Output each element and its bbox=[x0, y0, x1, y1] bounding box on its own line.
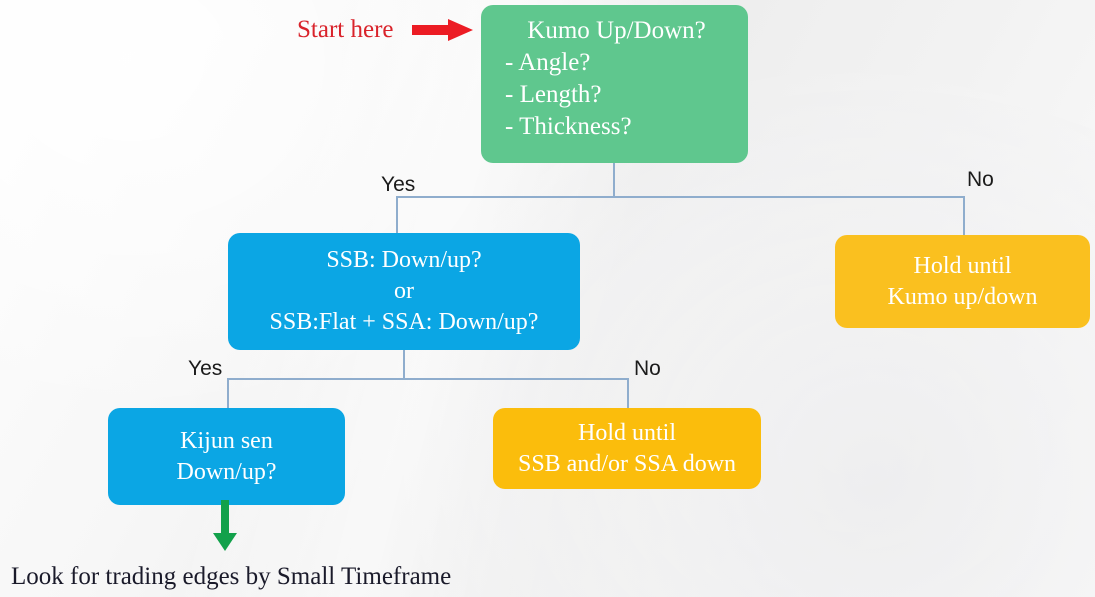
connector-kumo-stem bbox=[613, 163, 615, 197]
node-kumo-bullet-length: - Length? bbox=[505, 81, 602, 108]
branch-label-level1-no: No bbox=[967, 168, 994, 191]
down-arrow-icon bbox=[213, 500, 237, 551]
node-hold-kumo-line2: Kumo up/down bbox=[887, 283, 1038, 310]
node-ssb-line3: SSB:Flat + SSA: Down/up? bbox=[269, 308, 539, 335]
connector-level1-no-drop bbox=[963, 196, 965, 235]
node-kijun-line2: Down/up? bbox=[176, 458, 277, 485]
branch-label-level2-no: No bbox=[634, 357, 661, 380]
node-kijun-line1: Kijun sen bbox=[180, 427, 273, 454]
node-hold-kumo-line1: Hold until bbox=[913, 252, 1012, 279]
node-hold-until-kumo[interactable]: Hold until Kumo up/down bbox=[835, 235, 1090, 328]
connector-level2-no-drop bbox=[627, 378, 629, 409]
node-ssb-line2: or bbox=[394, 278, 414, 305]
connector-level2-yes-drop bbox=[227, 378, 229, 409]
connector-level2-bus bbox=[227, 378, 627, 380]
node-kumo-bullet-angle: - Angle? bbox=[505, 49, 591, 76]
node-ssb-line1: SSB: Down/up? bbox=[326, 247, 482, 274]
connector-level1-bus bbox=[396, 196, 964, 198]
connector-ssb-stem bbox=[403, 350, 405, 379]
connector-level1-yes-drop bbox=[396, 196, 398, 233]
start-here-label: Start here bbox=[297, 16, 394, 43]
node-kumo-bullet-thickness: - Thickness? bbox=[505, 113, 632, 140]
node-hold-ssb-line1: Hold until bbox=[577, 419, 676, 446]
node-kijun-sen[interactable]: Kijun sen Down/up? bbox=[108, 408, 345, 505]
branch-label-level2-yes: Yes bbox=[188, 357, 223, 380]
branch-label-level1-yes: Yes bbox=[381, 173, 416, 196]
node-kumo-title: Kumo Up/Down? bbox=[527, 17, 706, 44]
node-ssb-question[interactable]: SSB: Down/up? or SSB:Flat + SSA: Down/up… bbox=[228, 233, 580, 350]
node-hold-ssb-line2: SSB and/or SSA down bbox=[517, 450, 737, 477]
node-hold-until-ssb-ssa[interactable]: Hold until SSB and/or SSA down bbox=[493, 408, 761, 489]
outcome-caption: Look for trading edges by Small Timefram… bbox=[11, 563, 452, 590]
node-kumo-updown[interactable]: Kumo Up/Down? - Angle? - Length? - Thick… bbox=[481, 5, 748, 163]
right-arrow-icon bbox=[412, 19, 473, 41]
